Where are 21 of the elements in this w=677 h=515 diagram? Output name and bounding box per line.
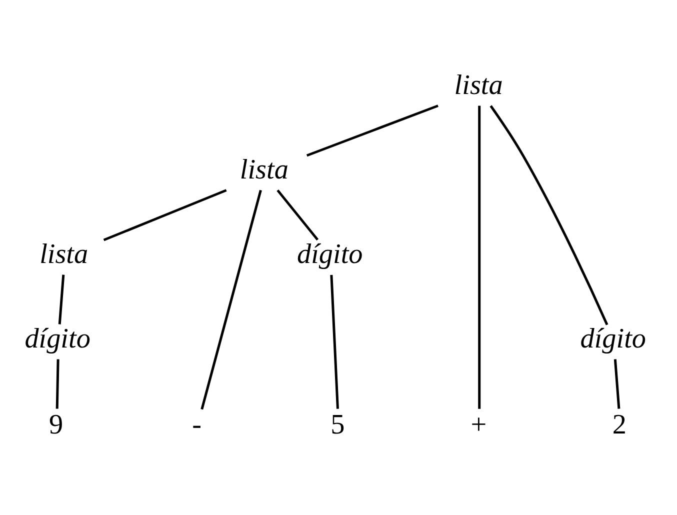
node-text: lista <box>40 238 88 270</box>
node-text: lista <box>240 154 288 186</box>
connector <box>330 274 339 409</box>
node-text: + <box>470 409 487 440</box>
node-text: dígito <box>24 323 90 354</box>
connector <box>58 274 65 324</box>
connector <box>614 359 620 409</box>
node-text: lista <box>454 70 503 101</box>
connector <box>56 359 60 409</box>
node-text: - <box>192 409 202 440</box>
node-text: dígito <box>297 238 363 270</box>
connector <box>276 189 319 241</box>
connector <box>478 106 481 409</box>
connector <box>200 190 262 410</box>
connector <box>490 105 608 326</box>
connector <box>103 189 227 242</box>
connector <box>306 104 438 157</box>
node-text: dígito <box>580 323 646 354</box>
node-text: 5 <box>330 409 345 440</box>
node-text: 2 <box>612 409 626 440</box>
node-text: 9 <box>48 409 64 440</box>
